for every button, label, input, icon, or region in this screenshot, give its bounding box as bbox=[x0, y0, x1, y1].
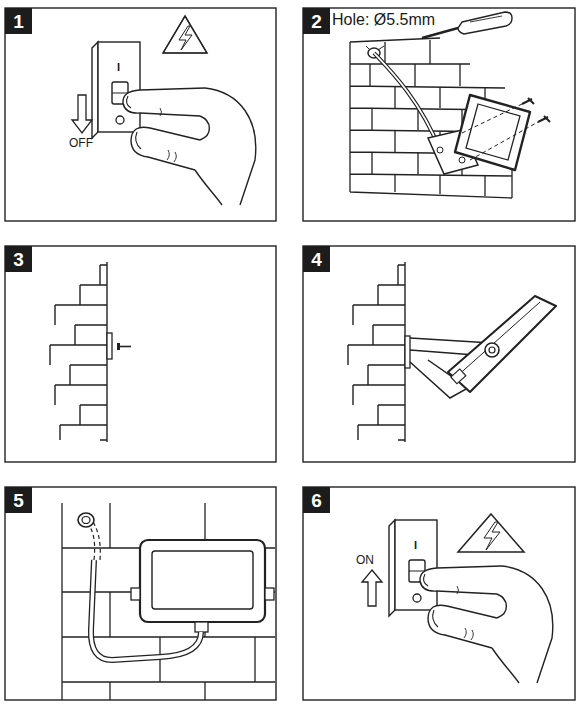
screwdriver bbox=[422, 28, 458, 38]
step-number: 5 bbox=[13, 491, 24, 510]
floodlight-mounting bbox=[437, 147, 443, 153]
wall-hole-cable bbox=[366, 46, 440, 150]
floodlight-front bbox=[131, 540, 274, 632]
step-number-badge: 1 bbox=[5, 8, 32, 34]
floodlight-front bbox=[265, 588, 274, 600]
power-cable bbox=[82, 517, 90, 524]
mounted-floodlight-side bbox=[405, 296, 556, 398]
mounted-floodlight-side bbox=[485, 343, 499, 357]
floodlight-mounting bbox=[522, 98, 534, 104]
floodlight-front bbox=[152, 551, 253, 609]
panel-frames bbox=[303, 8, 575, 221]
floodlight-front bbox=[131, 588, 140, 600]
step-number: 4 bbox=[311, 250, 322, 269]
step-number: 2 bbox=[311, 12, 322, 31]
floodlight-mounting bbox=[459, 157, 465, 163]
mounting-bracket-screw bbox=[107, 333, 112, 359]
floodlight-front bbox=[140, 540, 265, 622]
panel-frames bbox=[5, 487, 276, 700]
floodlight-mounting bbox=[455, 95, 530, 170]
switch-mark: I bbox=[117, 62, 120, 73]
warning-triangle bbox=[163, 16, 207, 53]
mounted-floodlight-side bbox=[455, 302, 540, 378]
warning-triangle bbox=[163, 16, 207, 53]
floodlight-mounting bbox=[538, 116, 550, 122]
mounting-bracket-screw bbox=[107, 333, 131, 359]
mounted-floodlight-side bbox=[451, 369, 466, 384]
off-label: OFF bbox=[69, 137, 93, 149]
panel-frames bbox=[303, 487, 575, 700]
floodlight-mounting bbox=[470, 122, 538, 160]
floodlight-mounting bbox=[466, 104, 520, 160]
wall-profile bbox=[348, 262, 405, 442]
warning-triangle bbox=[179, 26, 192, 50]
screwdriver bbox=[470, 16, 502, 22]
step-number: 1 bbox=[13, 12, 24, 31]
mounted-floodlight-side bbox=[448, 296, 556, 392]
off-arrow bbox=[72, 95, 92, 133]
screwdriver bbox=[458, 12, 512, 34]
power-cable bbox=[78, 513, 94, 527]
warning-triangle bbox=[484, 522, 500, 550]
step-number-badge: 6 bbox=[303, 487, 330, 513]
wall-hole-cable bbox=[374, 53, 440, 150]
brick-wall-front bbox=[62, 503, 275, 700]
floodlight-front bbox=[195, 622, 208, 632]
step-number: 6 bbox=[311, 491, 322, 510]
wall-profile bbox=[50, 262, 107, 442]
floodlight-mounting bbox=[428, 95, 550, 174]
hole-dimension: Hole: Ø5.5mm bbox=[332, 12, 435, 28]
mounting-bracket-screw bbox=[120, 346, 131, 348]
step-number-badge: 3 bbox=[5, 246, 32, 272]
screwdriver bbox=[422, 12, 512, 38]
brick-wall-front bbox=[110, 503, 255, 700]
floodlight-mounting bbox=[462, 104, 522, 133]
on-arrow bbox=[362, 570, 382, 606]
panel-frames bbox=[5, 246, 276, 462]
wall-hole-cable bbox=[366, 46, 384, 50]
power-cable bbox=[78, 513, 201, 660]
mounting-bracket-screw bbox=[117, 343, 120, 350]
panel-frames bbox=[5, 8, 575, 700]
brick-wall-front bbox=[62, 503, 275, 700]
warning-triangle bbox=[458, 514, 524, 552]
mounted-floodlight-side bbox=[405, 336, 410, 368]
step-number-badge: 5 bbox=[5, 487, 32, 513]
step-number: 3 bbox=[13, 250, 24, 269]
warning-triangle bbox=[163, 16, 207, 53]
warning-triangle bbox=[458, 514, 524, 552]
switch-mark: I bbox=[414, 540, 417, 551]
switch-off-hand bbox=[92, 42, 256, 205]
power-cable bbox=[91, 560, 201, 660]
power-cable bbox=[91, 560, 201, 660]
mounted-floodlight-side bbox=[489, 347, 495, 353]
step-number-badge: 4 bbox=[303, 246, 330, 272]
wall-hole-cable bbox=[374, 53, 440, 150]
panel-frames bbox=[5, 8, 276, 221]
on-label: ON bbox=[356, 554, 374, 566]
panel-frames bbox=[303, 246, 575, 462]
step-number-badge: 2 bbox=[303, 8, 330, 34]
